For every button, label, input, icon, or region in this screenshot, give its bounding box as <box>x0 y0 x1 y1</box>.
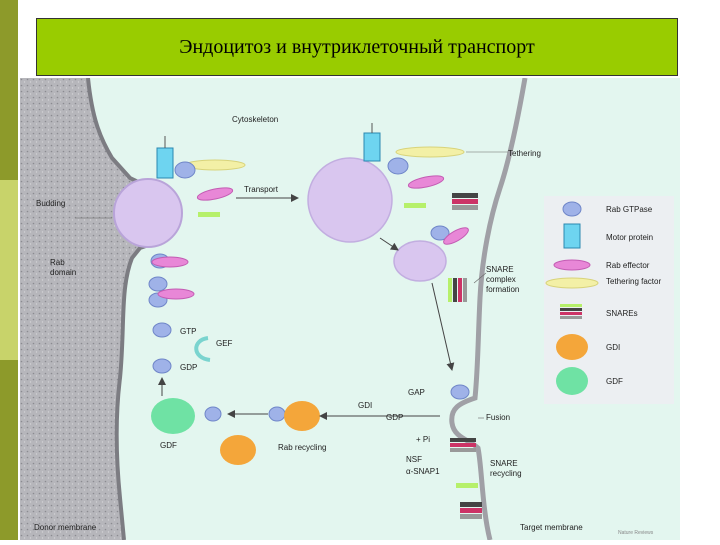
rab-gtpase-icon <box>152 358 172 374</box>
snares-icon <box>198 212 220 217</box>
label-fusion: Fusion <box>486 413 510 422</box>
label-gdf-bottom: GDF <box>160 441 177 450</box>
rab-gtpase-icon <box>152 322 172 338</box>
rab-effector-icon <box>196 187 234 201</box>
legend-label: GDF <box>606 377 623 386</box>
label-snare-2: complex <box>486 275 516 284</box>
legend-label: SNAREs <box>606 309 638 318</box>
snares-icon <box>452 199 478 204</box>
label-snare-1: SNARE <box>486 265 514 274</box>
snare-complex-icon <box>448 278 467 302</box>
transport-vesicle <box>307 157 393 243</box>
title-banner: Эндоцитоз и внутриклеточный транспорт <box>36 18 678 76</box>
label-gdp-left: GDP <box>180 363 197 372</box>
legend-label: Motor protein <box>606 233 653 242</box>
target-membrane <box>449 77 528 541</box>
snares-icon <box>452 193 478 198</box>
gef-arrow <box>194 336 211 362</box>
rab-gtpase-icon <box>148 276 168 292</box>
rab-effector-icon <box>151 256 189 268</box>
label-rab-recycling: Rab recycling <box>278 443 326 452</box>
tethering-factor-icon <box>395 146 465 158</box>
legend-item-tethering-factor: Tethering factor <box>545 277 661 289</box>
snare-recycling-icon <box>450 438 482 519</box>
slide-title: Эндоцитоз и внутриклеточный транспорт <box>179 35 535 58</box>
rab-effector-icon <box>407 175 445 189</box>
label-gef: GEF <box>216 339 233 348</box>
label-snare-recycling-2: recycling <box>490 469 522 478</box>
label-nsf: NSF <box>406 455 422 464</box>
docking-arrow <box>379 237 399 251</box>
rab-effector-icon <box>157 288 195 300</box>
gdf-icon <box>151 398 195 434</box>
legend-item-rab-gtpase: Rab GTPase <box>562 201 653 217</box>
rab-gtpase-icon <box>430 225 450 241</box>
left-accent-bar <box>0 0 18 540</box>
label-donor-membrane: Donor membrane <box>34 523 97 532</box>
label-gdi: GDI <box>358 401 372 410</box>
label-credit: Nature Reviews <box>618 530 654 536</box>
gdi-icon <box>284 401 320 431</box>
snares-icon <box>452 205 478 210</box>
label-pi: + Pi <box>416 435 430 444</box>
label-gdp-center: GDP <box>386 413 403 422</box>
legend-item-motor-protein: Motor protein <box>563 223 653 249</box>
rab-gtpase-icon <box>387 157 409 175</box>
label-target-membrane: Target membrane <box>520 523 583 532</box>
snares-icon <box>404 203 426 208</box>
legend-item-gdi: GDI <box>556 334 620 360</box>
tethering-factor-icon <box>545 277 599 289</box>
label-gtp: GTP <box>180 327 196 336</box>
legend-label: GDI <box>606 343 620 352</box>
rab-gtpase-icon <box>562 201 582 217</box>
legend-label: Rab effector <box>606 261 650 270</box>
label-cytoskeleton: Cytoskeleton <box>232 115 278 124</box>
legend-item-gdf: GDF <box>556 367 623 395</box>
budding-vesicle <box>113 178 183 248</box>
label-snare-recycling-1: SNARE <box>490 459 518 468</box>
motor-protein-icon <box>156 147 174 179</box>
motor-protein-icon <box>363 132 381 162</box>
legend-label: Rab GTPase <box>606 205 653 214</box>
rab-gtpase-icon <box>204 406 222 422</box>
label-rab-domain-1: Rab <box>50 258 65 267</box>
label-snare-3: formation <box>486 285 519 294</box>
rab-effector-icon <box>553 259 591 271</box>
legend-item-rab-effector: Rab effector <box>553 259 650 271</box>
label-tethering: Tethering <box>508 149 541 158</box>
left-accent-highlight <box>0 180 18 360</box>
label-gap: GAP <box>408 388 425 397</box>
docking-vesicle <box>393 240 447 282</box>
gdi-icon <box>556 334 588 360</box>
fusion-arrow <box>431 282 455 371</box>
label-transport: Transport <box>244 185 279 194</box>
gdf-icon <box>556 367 588 395</box>
snares-icon <box>560 316 582 319</box>
endocytosis-diagram: Cytoskeleton Tethering Budding Transport… <box>20 77 680 541</box>
legend-item-snares: SNAREs <box>560 304 638 319</box>
rab-effector-icon <box>443 227 469 245</box>
label-rab-domain-2: domain <box>50 268 76 277</box>
rab-gtpase-icon <box>268 406 286 422</box>
rab-gtpase-icon <box>450 384 470 400</box>
label-snap: α-SNAP1 <box>406 467 440 476</box>
label-budding: Budding <box>36 199 65 208</box>
legend-label: Tethering factor <box>606 277 661 286</box>
motor-protein-icon <box>563 223 581 249</box>
rab-gtpase-icon <box>174 161 196 179</box>
gdi-icon <box>220 435 256 465</box>
